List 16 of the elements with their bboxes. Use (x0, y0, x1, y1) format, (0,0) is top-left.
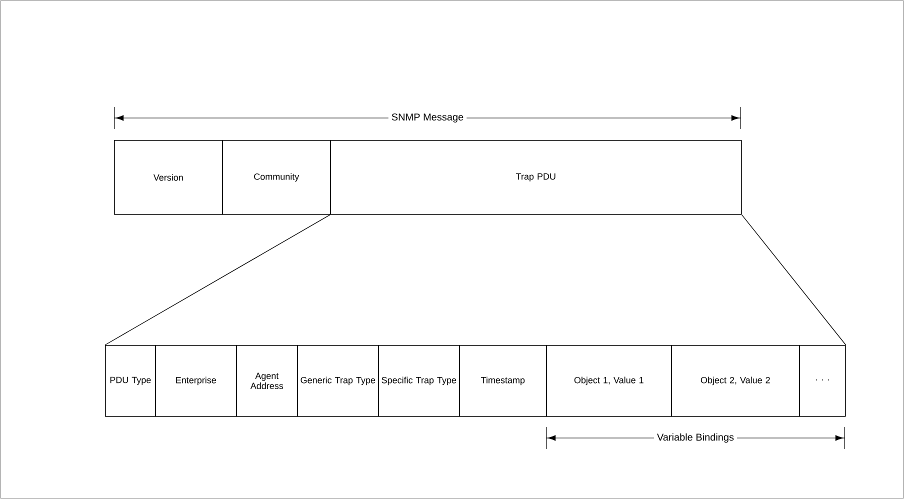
field-cell: Specific Trap Type (378, 345, 460, 417)
field-cell: Trap PDU (330, 140, 742, 215)
field-cell: Timestamp (459, 345, 547, 417)
field-cell: Object 2, Value 2 (671, 345, 800, 417)
field-cell: Generic Trap Type (297, 345, 379, 417)
field-cell: Agent Address (236, 345, 298, 417)
expansion-line (104, 214, 330, 346)
dimension-label: SNMP Message (388, 110, 467, 126)
dimension-label: Variable Bindings (654, 430, 738, 446)
field-cell: · · · (799, 345, 846, 417)
field-cell: Community (222, 140, 331, 215)
field-cell: Enterprise (155, 345, 237, 417)
field-cell: PDU Type (105, 345, 156, 417)
field-cell: Version (114, 140, 223, 215)
expansion-line (741, 214, 846, 346)
field-cell: Object 1, Value 1 (546, 345, 672, 417)
